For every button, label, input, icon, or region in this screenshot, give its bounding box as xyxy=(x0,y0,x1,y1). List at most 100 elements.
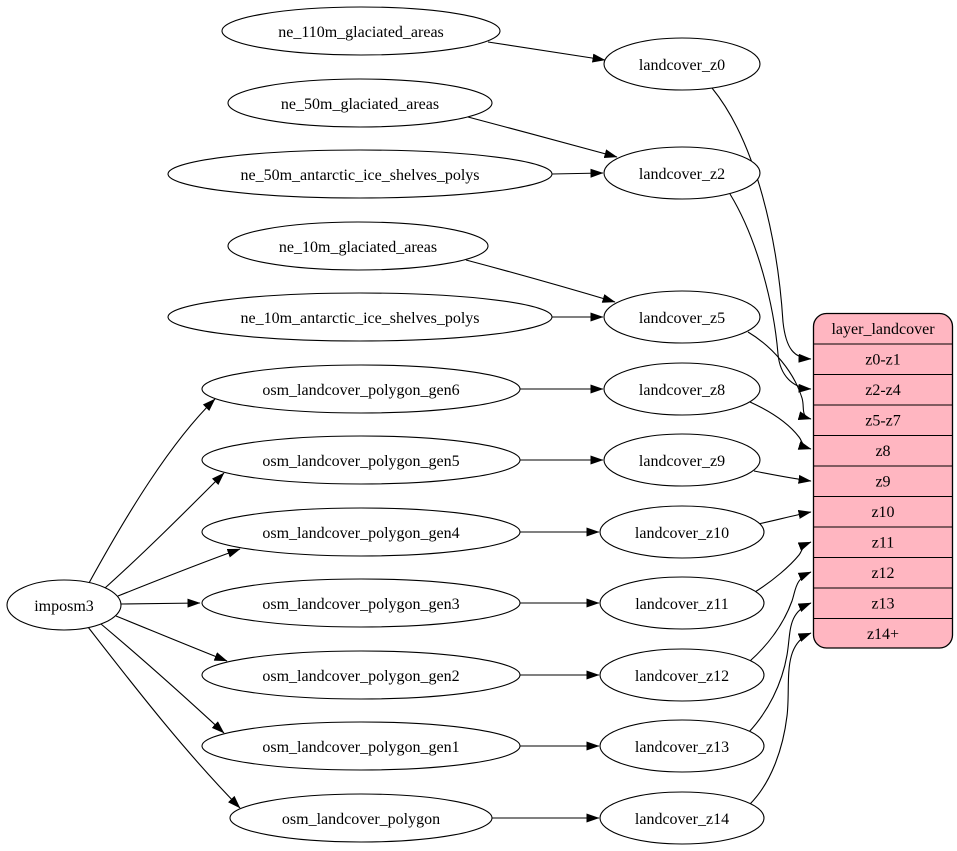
ne_50m_antarctic_ice_shelves_polys-ellipse xyxy=(167,149,553,199)
edge-imposm3-to-osm_landcover_polygon_gen4 xyxy=(117,548,241,597)
node-osm_landcover_polygon_gen3: osm_landcover_polygon_gen3 xyxy=(201,578,521,628)
osm_landcover_polygon-label: osm_landcover_polygon xyxy=(282,811,440,828)
osm_landcover_polygon_gen2-ellipse xyxy=(201,650,521,700)
osm_landcover_polygon_gen2-label: osm_landcover_polygon_gen2 xyxy=(262,668,459,685)
osm_landcover_polygon_gen1-ellipse xyxy=(201,721,521,771)
ne_10m_glaciated_areas-label: ne_10m_glaciated_areas xyxy=(279,239,437,256)
edge-imposm3-to-osm_landcover_polygon_gen2 xyxy=(115,615,228,662)
table-row-z9: z9 xyxy=(875,474,890,491)
landcover_z0-label: landcover_z0 xyxy=(639,57,725,74)
landcover_z13-label: landcover_z13 xyxy=(635,739,729,756)
table-row-z14plus: z14+ xyxy=(867,626,899,643)
edge-landcover_z12-to-row-z12 xyxy=(749,571,812,662)
edge-landcover_z2-to-row-z2-z4 xyxy=(729,193,812,393)
osm_landcover_polygon_gen6-ellipse xyxy=(201,364,521,414)
edge-ne_50m_glaciated_areas-to-landcover_z2 xyxy=(467,116,618,159)
ne_10m_antarctic_ice_shelves_polys-ellipse xyxy=(167,292,553,342)
table-row-z0-z1: z0-z1 xyxy=(865,352,901,369)
landcover_z9-label: landcover_z9 xyxy=(639,453,725,470)
landcover_z8-label: landcover_z8 xyxy=(639,382,725,399)
landcover_z2-ellipse xyxy=(603,146,761,200)
layer-landcover-table-outline xyxy=(812,312,954,649)
table-title: layer_landcover xyxy=(831,321,935,338)
node-osm_landcover_polygon_gen2: osm_landcover_polygon_gen2 xyxy=(201,650,521,700)
landcover_z11-ellipse xyxy=(599,576,765,630)
node-landcover_z10: landcover_z10 xyxy=(599,505,765,559)
edge-landcover_z9-to-row-z9 xyxy=(753,470,812,484)
osm_landcover_polygon-ellipse xyxy=(229,793,493,843)
node-landcover_z9: landcover_z9 xyxy=(603,433,761,487)
table-row-z2-z4: z2-z4 xyxy=(865,382,901,399)
node-landcover_z14: landcover_z14 xyxy=(599,791,765,845)
node-osm_landcover_polygon_gen4: osm_landcover_polygon_gen4 xyxy=(201,507,521,557)
ne_110m_glaciated_areas-label: ne_110m_glaciated_areas xyxy=(278,24,444,41)
osm_landcover_polygon_gen5-label: osm_landcover_polygon_gen5 xyxy=(262,453,459,470)
landcover_z2-label: landcover_z2 xyxy=(639,166,725,183)
landcover_z14-label: landcover_z14 xyxy=(635,811,729,828)
node-osm_landcover_polygon_gen6: osm_landcover_polygon_gen6 xyxy=(201,364,521,414)
table-row-z5-z7: z5-z7 xyxy=(865,413,901,430)
landcover_z11-label: landcover_z11 xyxy=(635,596,729,613)
landcover_z12-ellipse xyxy=(599,648,765,702)
table-row-z11: z11 xyxy=(872,535,895,552)
ne_50m_glaciated_areas-label: ne_50m_glaciated_areas xyxy=(281,96,439,113)
node-landcover_z12: landcover_z12 xyxy=(599,648,765,702)
imposm3-label: imposm3 xyxy=(34,598,94,615)
edge-imposm3-to-osm_landcover_polygon_gen3 xyxy=(120,598,201,608)
table-row-z12: z12 xyxy=(871,565,894,582)
osm_landcover_polygon_gen6-label: osm_landcover_polygon_gen6 xyxy=(262,382,459,399)
node-ne_50m_antarctic_ice_shelves_polys: ne_50m_antarctic_ice_shelves_polys xyxy=(167,149,553,199)
node-landcover_z13: landcover_z13 xyxy=(599,719,765,773)
edge-imposm3-to-osm_landcover_polygon xyxy=(87,626,241,809)
osm_landcover_polygon_gen5-ellipse xyxy=(201,435,521,485)
edge-landcover_z5-to-row-z5-z7 xyxy=(747,331,812,421)
edge-imposm3-to-osm_landcover_polygon_gen6 xyxy=(88,398,216,584)
node-landcover_z0: landcover_z0 xyxy=(603,37,761,91)
ne_10m_glaciated_areas-ellipse xyxy=(227,221,489,271)
node-landcover_z2: landcover_z2 xyxy=(603,146,761,200)
node-ne_50m_glaciated_areas: ne_50m_glaciated_areas xyxy=(227,78,493,128)
landcover_z5-ellipse xyxy=(603,290,761,344)
osm_landcover_polygon_gen3-label: osm_landcover_polygon_gen3 xyxy=(262,596,459,613)
node-landcover_z8: landcover_z8 xyxy=(603,362,761,416)
node-osm_landcover_polygon_gen1: osm_landcover_polygon_gen1 xyxy=(201,721,521,771)
node-landcover_z11: landcover_z11 xyxy=(599,576,765,630)
table-row-z10: z10 xyxy=(871,504,894,521)
node-osm_landcover_polygon_gen5: osm_landcover_polygon_gen5 xyxy=(201,435,521,485)
osm_landcover_polygon_gen4-ellipse xyxy=(201,507,521,557)
osm_landcover_polygon_gen3-ellipse xyxy=(201,578,521,628)
edge-ne_10m_glaciated_areas-to-landcover_z5 xyxy=(465,259,616,303)
table-row-z13: z13 xyxy=(871,596,894,613)
edge-ne_110m_glaciated_areas-to-landcover_z0 xyxy=(487,41,606,63)
edge-imposm3-to-osm_landcover_polygon_gen5 xyxy=(104,472,225,589)
landcover_z10-label: landcover_z10 xyxy=(635,525,729,542)
imposm3-ellipse xyxy=(6,579,122,631)
landcover_z8-ellipse xyxy=(603,362,761,416)
ne_50m_glaciated_areas-ellipse xyxy=(227,78,493,128)
node-imposm3: imposm3 xyxy=(6,579,122,631)
edge-landcover_z10-to-row-z10 xyxy=(757,510,812,525)
ne_110m_glaciated_areas-ellipse xyxy=(221,6,501,56)
edge-landcover_z11-to-row-z11 xyxy=(754,541,812,593)
edge-landcover_z0-to-row-z0-z1 xyxy=(711,87,812,363)
landcover_z14-ellipse xyxy=(599,791,765,845)
landcover_z12-label: landcover_z12 xyxy=(635,668,729,685)
table-row-z8: z8 xyxy=(875,443,890,460)
layer-landcover-table: layer_landcover z0-z1 z2-z4 z5-z7 z8 z9 … xyxy=(812,312,954,649)
landcover_z5-label: landcover_z5 xyxy=(639,310,725,327)
landcover_z13-ellipse xyxy=(599,719,765,773)
edge-layer xyxy=(87,41,812,823)
node-osm_landcover_polygon: osm_landcover_polygon xyxy=(229,793,493,843)
landcover_z10-ellipse xyxy=(599,505,765,559)
node-ne_110m_glaciated_areas: ne_110m_glaciated_areas xyxy=(221,6,501,56)
edge-landcover_z13-to-row-z13 xyxy=(747,602,812,734)
ne_10m_antarctic_ice_shelves_polys-label: ne_10m_antarctic_ice_shelves_polys xyxy=(240,310,479,327)
landcover_z0-ellipse xyxy=(603,37,761,91)
edge-landcover_z8-to-row-z8 xyxy=(749,401,812,450)
edge-imposm3-to-osm_landcover_polygon_gen1 xyxy=(100,623,225,734)
node-layer: imposm3 ne_110m_glaciated_areas ne_50m_g… xyxy=(6,6,765,845)
edge-ne_50m_antarctic_ice_shelves_polys-to-landcover_z2 xyxy=(551,168,604,178)
